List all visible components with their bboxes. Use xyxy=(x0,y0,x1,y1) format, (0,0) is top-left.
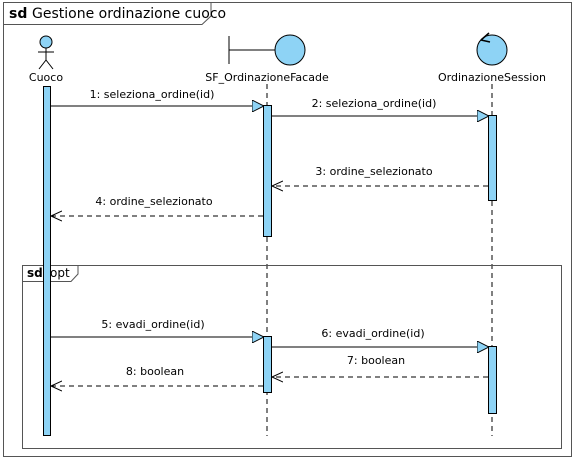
participant-cuoco-label: Cuoco xyxy=(29,71,63,84)
opt-fragment-operator: opt xyxy=(50,266,70,280)
message-6-label: 6: evadi_ordine(id) xyxy=(321,327,424,340)
activation-cuoco xyxy=(43,86,51,436)
boundary-facade-icon xyxy=(228,34,306,66)
diagram-frame xyxy=(3,2,572,457)
participant-facade-label: SF_OrdinazioneFacade xyxy=(205,71,329,84)
frame-title: Gestione ordinazione cuoco xyxy=(32,6,226,22)
message-1-label: 1: seleziona_ordine(id) xyxy=(90,88,215,101)
activation-facade-1 xyxy=(263,105,272,237)
frame-header-tab xyxy=(3,2,212,25)
actor-cuoco-icon xyxy=(38,35,54,70)
activation-session-2 xyxy=(488,346,497,414)
opt-fragment xyxy=(22,265,562,449)
message-8-label: 8: boolean xyxy=(126,365,184,378)
message-7-label: 7: boolean xyxy=(347,354,405,367)
activation-facade-2 xyxy=(263,336,272,393)
opt-fragment-keyword: sd xyxy=(27,266,43,280)
activation-session-1 xyxy=(488,115,497,201)
message-4-label: 4: ordine_selezionato xyxy=(95,195,212,208)
control-session-icon xyxy=(476,32,508,66)
frame-keyword: sd xyxy=(9,6,27,22)
message-2-label: 2: seleziona_ordine(id) xyxy=(312,97,437,110)
message-3-label: 3: ordine_selezionato xyxy=(315,165,432,178)
message-5-label: 5: evadi_ordine(id) xyxy=(101,318,204,331)
participant-session-label: OrdinazioneSession xyxy=(438,71,546,84)
